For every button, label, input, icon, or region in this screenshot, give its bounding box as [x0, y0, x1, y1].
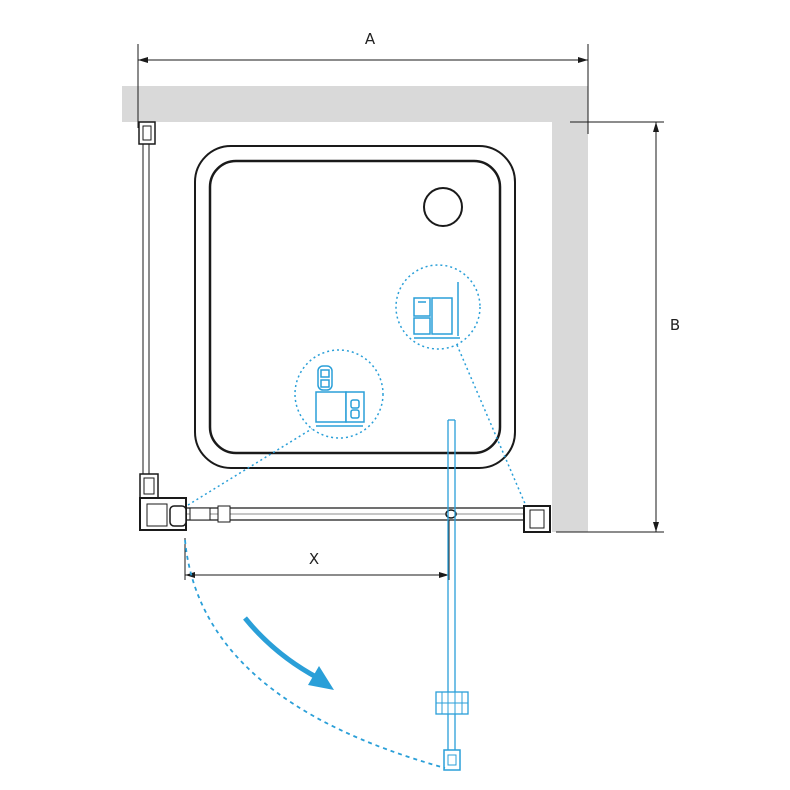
hinge-detail-icon [294, 349, 384, 439]
tray-inner [208, 159, 502, 455]
dimension-b [556, 121, 664, 533]
door-swing-arc [184, 539, 446, 769]
dimension-x [184, 520, 450, 580]
wall-icon [122, 86, 588, 532]
bottom-panel [139, 497, 551, 533]
drain-icon [423, 187, 463, 227]
dimension-a-label: A [365, 30, 376, 48]
shower-tray-icon [194, 145, 516, 469]
profile-detail-icon [395, 264, 481, 350]
door-panel-icon [435, 419, 469, 771]
back-wall [122, 86, 588, 122]
callout-lines [187, 344, 527, 507]
tray-outer [194, 145, 516, 469]
dimension-x-label: X [309, 550, 319, 568]
dimension-a [137, 44, 589, 134]
swing-arrow-icon [243, 616, 334, 690]
side-wall [552, 86, 588, 532]
left-side-panel [138, 121, 159, 499]
dimension-b-label: B [670, 316, 680, 334]
